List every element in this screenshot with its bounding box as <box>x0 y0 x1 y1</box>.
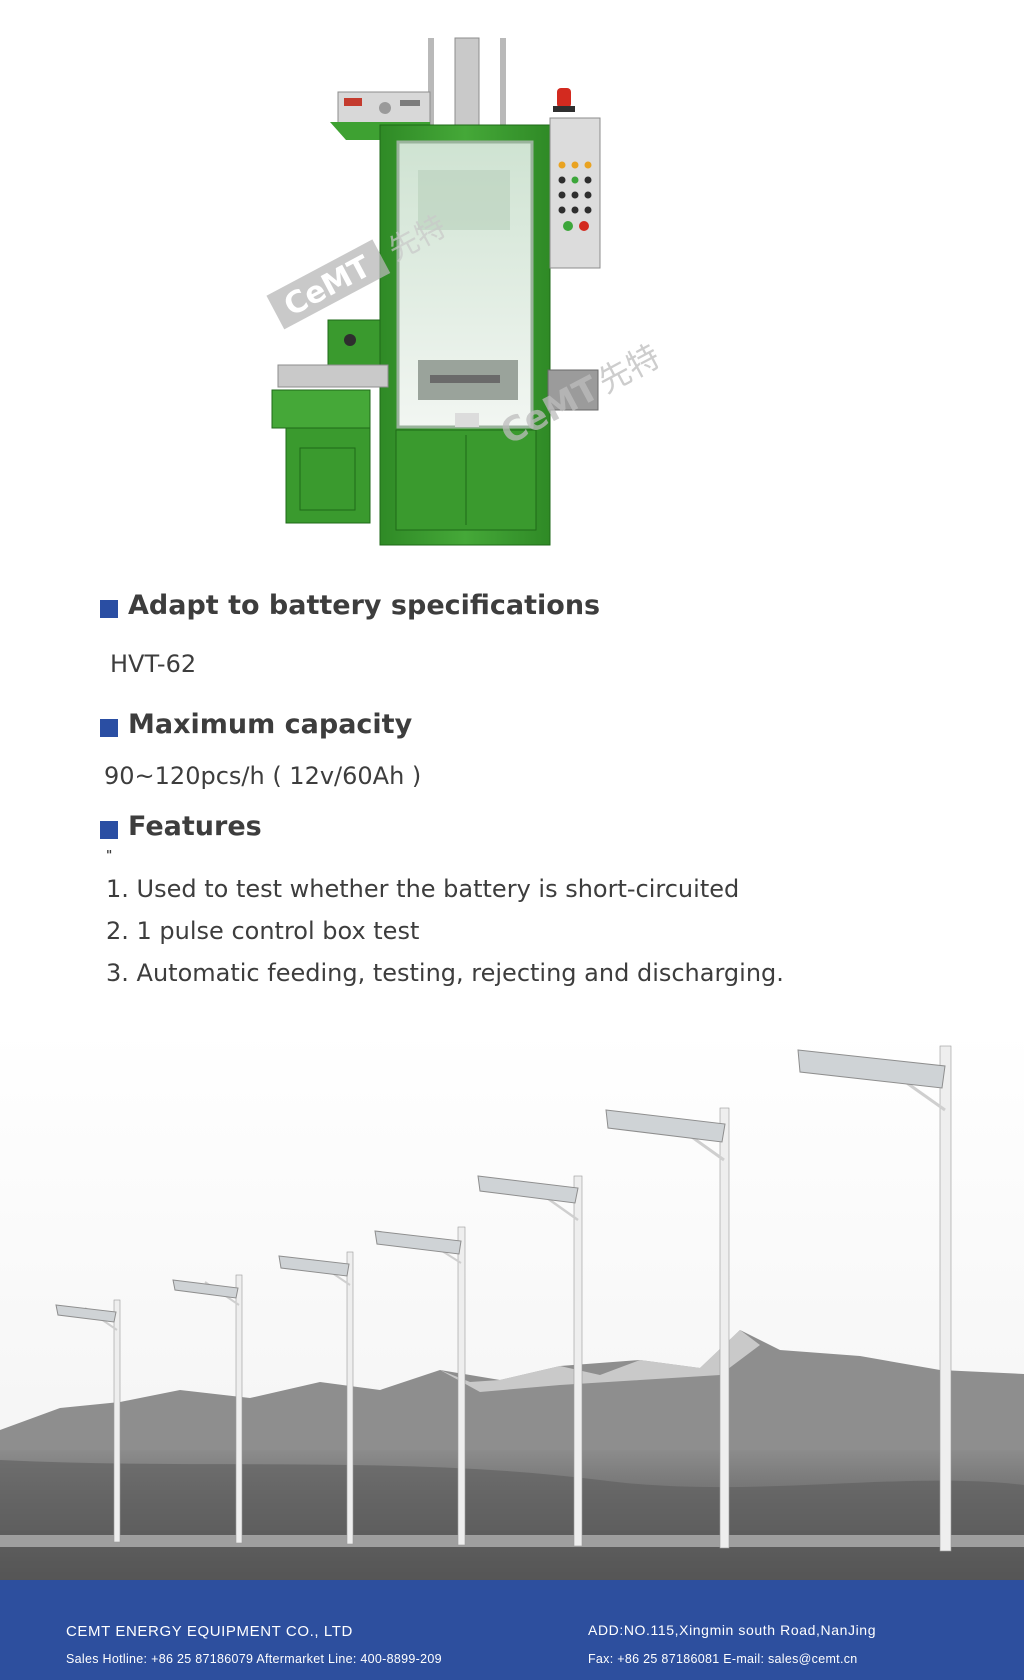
blue-square-icon <box>100 820 118 839</box>
spec-value: HVT-62 <box>110 650 197 678</box>
company-name: CEMT ENERGY EQUIPMENT CO., LTD <box>66 1623 353 1640</box>
left-cabinet <box>271 389 371 429</box>
conveyor-right <box>547 369 599 411</box>
cylinder-right <box>500 38 506 128</box>
company-address: ADD:NO.115,Xingmin south Road,NanJing <box>588 1622 877 1638</box>
capacity-heading-text: Maximum capacity <box>128 709 413 740</box>
street-light <box>172 1274 243 1544</box>
red-beacon <box>557 88 571 108</box>
cylinder-left <box>428 38 434 128</box>
footer: CEMT ENERGY EQUIPMENT CO., LTD Sales Hot… <box>0 1580 1024 1680</box>
feature-item: 1. Used to test whether the battery is s… <box>106 875 740 903</box>
street-light <box>374 1226 466 1546</box>
features-marker: " <box>106 848 113 862</box>
panel-buttons <box>558 161 592 231</box>
street-light <box>278 1251 354 1545</box>
street-light <box>605 1107 730 1549</box>
capacity-heading: Maximum capacity <box>100 709 412 740</box>
cylinder-center <box>454 37 480 134</box>
spec-heading: Adapt to battery specifications <box>100 590 600 621</box>
street-light <box>477 1175 583 1547</box>
feature-item: 2. 1 pulse control box test <box>106 917 420 945</box>
street-light <box>55 1299 121 1543</box>
svg-text:CeMT: CeMT <box>278 249 377 324</box>
capacity-value: 90~120pcs/h ( 12v/60Ah ) <box>104 762 422 790</box>
spec-heading-text: Adapt to battery specifications <box>128 590 601 621</box>
svg-text:先特: 先特 <box>592 337 666 401</box>
sales-hotline: Sales Hotline: +86 25 87186079 Aftermark… <box>66 1652 442 1666</box>
feature-item: 3. Automatic feeding, testing, rejecting… <box>106 959 784 987</box>
features-heading: Features <box>100 811 262 842</box>
blue-square-icon <box>100 718 118 737</box>
mountains <box>0 1330 1024 1460</box>
features-heading-text: Features <box>128 811 262 842</box>
conveyor-left <box>277 364 389 388</box>
features-list: 1. Used to test whether the battery is s… <box>106 868 784 994</box>
fax-email: Fax: +86 25 87186081 E-mail: sales@cemt.… <box>588 1652 858 1666</box>
machine-image: CeMT 先特 CeMT 先特 <box>266 37 666 546</box>
street-light <box>797 1045 952 1552</box>
street-lights-landscape <box>0 1030 1024 1580</box>
blue-square-icon <box>100 599 118 618</box>
